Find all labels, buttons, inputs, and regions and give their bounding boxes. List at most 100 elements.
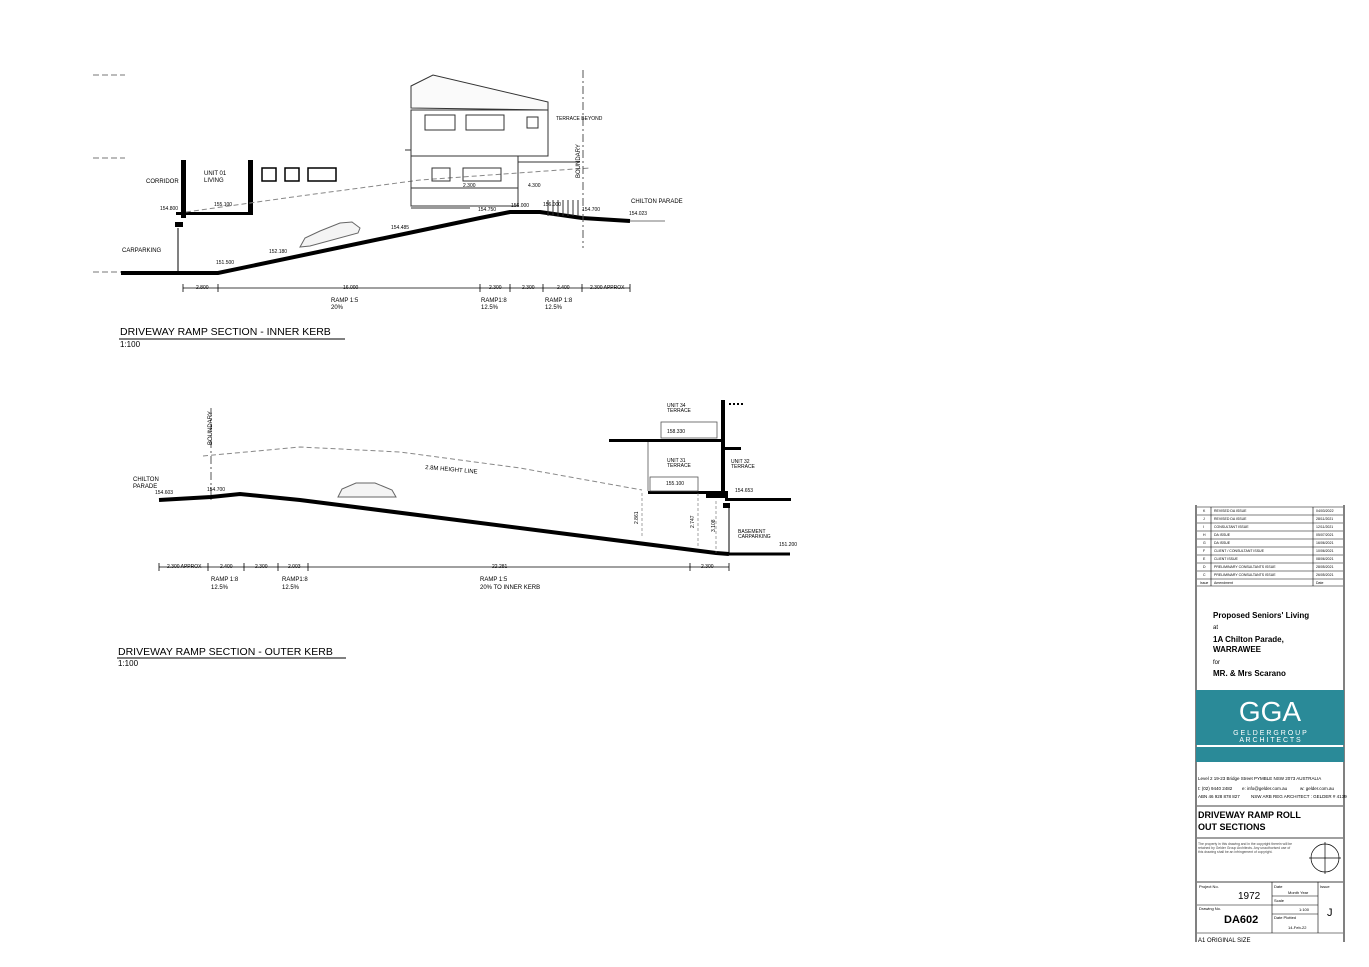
rev-amendment: REVISED DA ISSUE xyxy=(1214,509,1247,513)
label-unit32-terrace: TERRACE xyxy=(731,464,756,470)
rev-date: 12/11/2021 xyxy=(1316,525,1333,529)
level-tag: 154.750 xyxy=(478,207,496,213)
date-value: Month Year xyxy=(1288,890,1309,895)
level-tag: 155.100 xyxy=(214,202,232,208)
building-elevation xyxy=(405,74,580,216)
unit01-wall-right xyxy=(248,160,253,215)
rev-date: 08/06/2021 xyxy=(1316,557,1334,561)
project-no-value: 1972 xyxy=(1238,891,1261,902)
chain-dim: 2.800 xyxy=(196,285,209,291)
ramp-label: 12.5% xyxy=(481,305,499,311)
firm-address: Level 2 19-23 Bridge Street PYMBLE NSW 2… xyxy=(1198,776,1321,781)
section-title-b: DRIVEWAY RAMP SECTION - OUTER KERB xyxy=(118,646,333,658)
unit01-wall-left xyxy=(181,160,186,218)
firm-abn: ABN 46 928 878 827 xyxy=(1198,794,1240,799)
label-basement-carparking: CARPARKING xyxy=(738,534,771,540)
terrace-wall xyxy=(721,400,725,498)
height-dim: 2.747 xyxy=(690,515,696,528)
section-scale-a: 1:100 xyxy=(120,340,141,349)
car-outline-a xyxy=(299,221,361,248)
rev-header: Issue xyxy=(1200,581,1208,585)
level-tag: 154.603 xyxy=(155,490,173,496)
project-no-label: Project No. xyxy=(1199,884,1219,889)
project-at: at xyxy=(1213,625,1218,631)
ramp-label: RAMP 1:5 xyxy=(331,298,359,304)
height-dim: 3.108 xyxy=(711,519,717,532)
ramp-label: RAMP1:8 xyxy=(282,577,308,583)
level-tag: 154.700 xyxy=(582,207,600,213)
chain-dim: 2.400 xyxy=(557,285,570,291)
plotted-label: Date Plotted xyxy=(1274,915,1296,920)
rev-header: Date xyxy=(1316,581,1323,585)
ramp-label: RAMP 1:8 xyxy=(211,577,239,583)
rev-amendment: CONSULTANT ISSUE xyxy=(1214,525,1249,529)
rev-date: 28/05/2021 xyxy=(1316,565,1334,569)
scale-value: 1:100 xyxy=(1299,907,1310,912)
label-unit34: UNIT 34 xyxy=(667,403,686,409)
level-tag: 152.180 xyxy=(269,249,287,255)
drawing-no-value: DA602 xyxy=(1224,914,1258,926)
rev-date: 28/11/2021 xyxy=(1316,517,1333,521)
level-tag: 156.000 xyxy=(511,203,529,209)
rev-issue: C xyxy=(1203,573,1206,577)
label-terrace-beyond: TERRACE BEYOND xyxy=(556,116,603,122)
ramp-label: 20% TO INNER KERB xyxy=(480,585,540,591)
chain-dim: 22.281 xyxy=(492,564,508,570)
rev-amendment: PRELIMINARY CONSULTANTS ISSUE xyxy=(1214,573,1276,577)
revision-table xyxy=(1197,506,1343,587)
chain-dim: 2.400 xyxy=(220,564,233,570)
rev-issue: I xyxy=(1203,525,1204,529)
rev-amendment: CLIENT / CONSULTANT ISSUE xyxy=(1214,549,1265,553)
level-tag: 155.100 xyxy=(666,481,684,487)
rev-date: 10/06/2021 xyxy=(1316,549,1334,553)
ramp-label: 20% xyxy=(331,305,344,311)
rev-amendment: REVISED DA ISSUE xyxy=(1214,517,1247,521)
rev-issue: G xyxy=(1203,541,1206,545)
chain-dim: 2.300 xyxy=(522,285,535,291)
rev-issue: J xyxy=(1203,517,1205,521)
ramp-label: 12.5% xyxy=(282,585,300,591)
drawing-no-label: Drawing No. xyxy=(1199,906,1221,911)
rev-amendment: DA ISSUE xyxy=(1214,533,1231,537)
label-basement: BASEMENT xyxy=(738,529,766,535)
project-address2: WARRAWEE xyxy=(1213,645,1262,654)
level-tag: 154.800 xyxy=(160,206,178,212)
rev-issue: E xyxy=(1203,557,1206,561)
level-tag: 151.500 xyxy=(216,260,234,266)
level-tag: 154.653 xyxy=(735,488,753,494)
label-unit31-terrace: TERRACE xyxy=(667,463,692,469)
chain-dim: 2.300 xyxy=(701,564,714,570)
rev-amendment: PRELIMINARY CONSULTANTS ISSUE xyxy=(1214,565,1276,569)
label-chilton: CHILTON xyxy=(133,477,159,483)
issue-label: Issue xyxy=(1320,884,1330,889)
project-address1: 1A Chilton Parade, xyxy=(1213,635,1284,644)
rev-header: Amendment xyxy=(1214,581,1233,585)
level-tag: 154.700 xyxy=(207,487,225,493)
label-unit01-living: LIVING xyxy=(204,178,224,184)
north-arrow-icon xyxy=(1309,842,1341,874)
ramp-label: RAMP 1:8 xyxy=(545,298,573,304)
car-outline-b xyxy=(337,482,397,498)
section-title-a: DRIVEWAY RAMP SECTION - INNER KERB xyxy=(120,326,331,338)
height-dim: 2.861 xyxy=(634,511,640,524)
rev-date: 26/05/2021 xyxy=(1316,573,1334,577)
ramp-label: RAMP1:8 xyxy=(481,298,507,304)
level-tag: 154.485 xyxy=(391,225,409,231)
label-unit31: UNIT 31 xyxy=(667,458,686,464)
label-unit01: UNIT 01 xyxy=(204,171,227,177)
ramp-label: 12.5% xyxy=(211,585,229,591)
ramp-label: RAMP 1:5 xyxy=(480,577,508,583)
rev-date: 16/06/2021 xyxy=(1316,541,1334,545)
project-for: for xyxy=(1213,660,1220,666)
label-unit32: UNIT 32 xyxy=(731,459,750,465)
firm-web: w: gelder.com.au xyxy=(1300,786,1335,791)
label-chilton-parade: PARADE xyxy=(133,484,157,490)
rev-amendment: DA ISSUE xyxy=(1214,541,1231,545)
section-outer-kerb: BOUNDARY 154.603 xyxy=(117,400,797,668)
firm-logo: GGA xyxy=(1239,696,1302,727)
firm-nominated: NSW ARB REG ARCHITECT : GELDER # 4139 xyxy=(1251,794,1347,799)
dim-label: 2.300 xyxy=(463,183,476,189)
level-tag: 154.023 xyxy=(629,211,647,217)
label-unit34-terrace: TERRACE xyxy=(667,408,692,414)
